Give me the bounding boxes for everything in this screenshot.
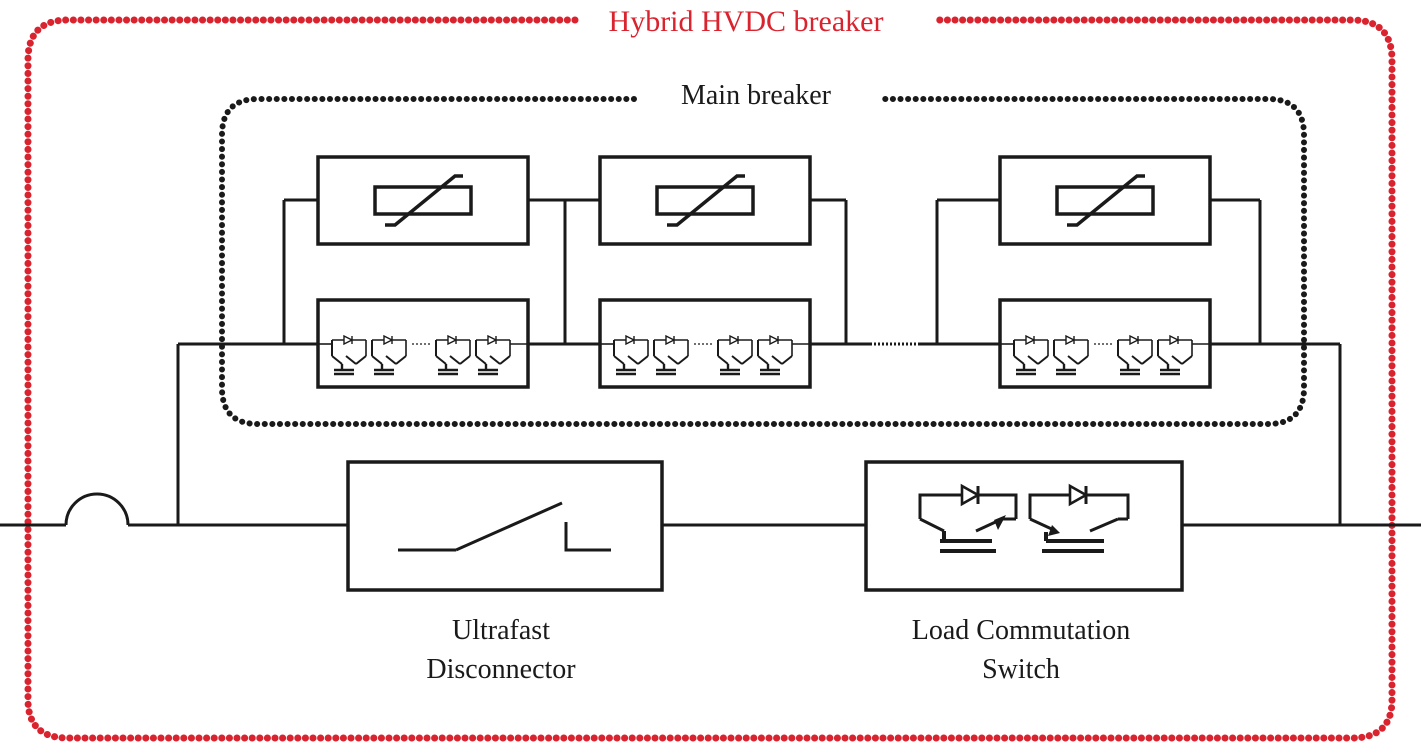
- current-limiting-reactor: [64, 492, 130, 526]
- main-breaker-cell-3: [998, 155, 1212, 389]
- lcs-label-line2: Switch: [982, 654, 1060, 685]
- disconnector-label-line2: Disconnector: [426, 654, 576, 685]
- wiring: [0, 198, 1421, 527]
- main-breaker-frame: Main breaker: [219, 80, 1307, 427]
- cell1-arrester-box: [316, 155, 530, 246]
- disconnector-box: [346, 460, 664, 592]
- main-breaker-cell-2: [598, 155, 812, 389]
- main-breaker-cell-1: [316, 155, 530, 389]
- load-commutation-switch: Load Commutation Switch: [864, 460, 1184, 685]
- outer-frame-border: [24, 16, 1396, 742]
- main-breaker-title: Main breaker: [681, 80, 832, 111]
- disconnector-label-line1: Ultrafast: [452, 615, 550, 646]
- switch-open-icon: [398, 501, 611, 552]
- hybrid-hvdc-breaker-frame: Hybrid HVDC breaker: [24, 5, 1396, 742]
- ultrafast-disconnector: Ultrafast Disconnector: [346, 460, 664, 685]
- lcs-label-line1: Load Commutation: [912, 615, 1131, 646]
- cell3-igbt-box: [998, 298, 1212, 389]
- lcs-box: [864, 460, 1184, 592]
- outer-frame-title: Hybrid HVDC breaker: [609, 5, 884, 38]
- igbt-pair-icon: [918, 483, 1130, 553]
